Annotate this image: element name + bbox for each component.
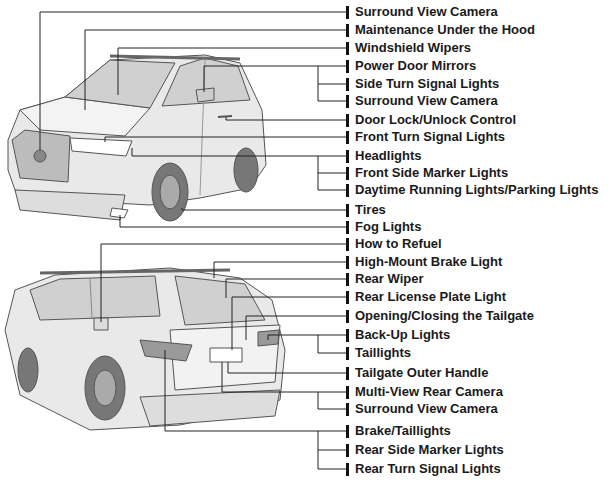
part-label: Power Door Mirrors — [354, 58, 477, 73]
part-label: Rear License Plate Light — [354, 289, 507, 304]
part-label: Rear Side Marker Lights — [354, 442, 505, 457]
part-label: Door Lock/Unlock Control — [354, 112, 517, 127]
part-label: Front Turn Signal Lights — [354, 129, 506, 144]
part-label: How to Refuel — [354, 236, 443, 251]
part-label: Rear Wiper — [354, 271, 425, 286]
part-label: Tailgate Outer Handle — [354, 365, 489, 380]
part-label: Back-Up Lights — [354, 327, 451, 342]
part-label: Side Turn Signal Lights — [354, 76, 500, 91]
leader-lines — [40, 12, 346, 469]
part-label: Front Side Marker Lights — [354, 165, 509, 180]
part-label: Multi-View Rear Camera — [354, 384, 504, 399]
rear-car — [5, 268, 285, 430]
part-label: Surround View Camera — [354, 401, 499, 416]
part-label: Surround View Camera — [354, 93, 499, 108]
part-label: Taillights — [354, 345, 412, 360]
part-label: Windshield Wipers — [354, 40, 472, 55]
part-label: Rear Turn Signal Lights — [354, 461, 502, 476]
part-label: Opening/Closing the Tailgate — [354, 308, 535, 323]
part-label: Daytime Running Lights/Parking Lights — [354, 182, 599, 197]
part-label: Maintenance Under the Hood — [354, 22, 536, 37]
part-label: Brake/Taillights — [354, 423, 452, 438]
front-car — [8, 55, 266, 221]
part-label: Tires — [354, 202, 387, 217]
tick-marks — [346, 6, 349, 476]
part-label: Headlights — [354, 148, 422, 163]
part-label: Fog Lights — [354, 219, 422, 234]
part-label: Surround View Camera — [354, 4, 499, 19]
part-label: High-Mount Brake Light — [354, 254, 503, 269]
